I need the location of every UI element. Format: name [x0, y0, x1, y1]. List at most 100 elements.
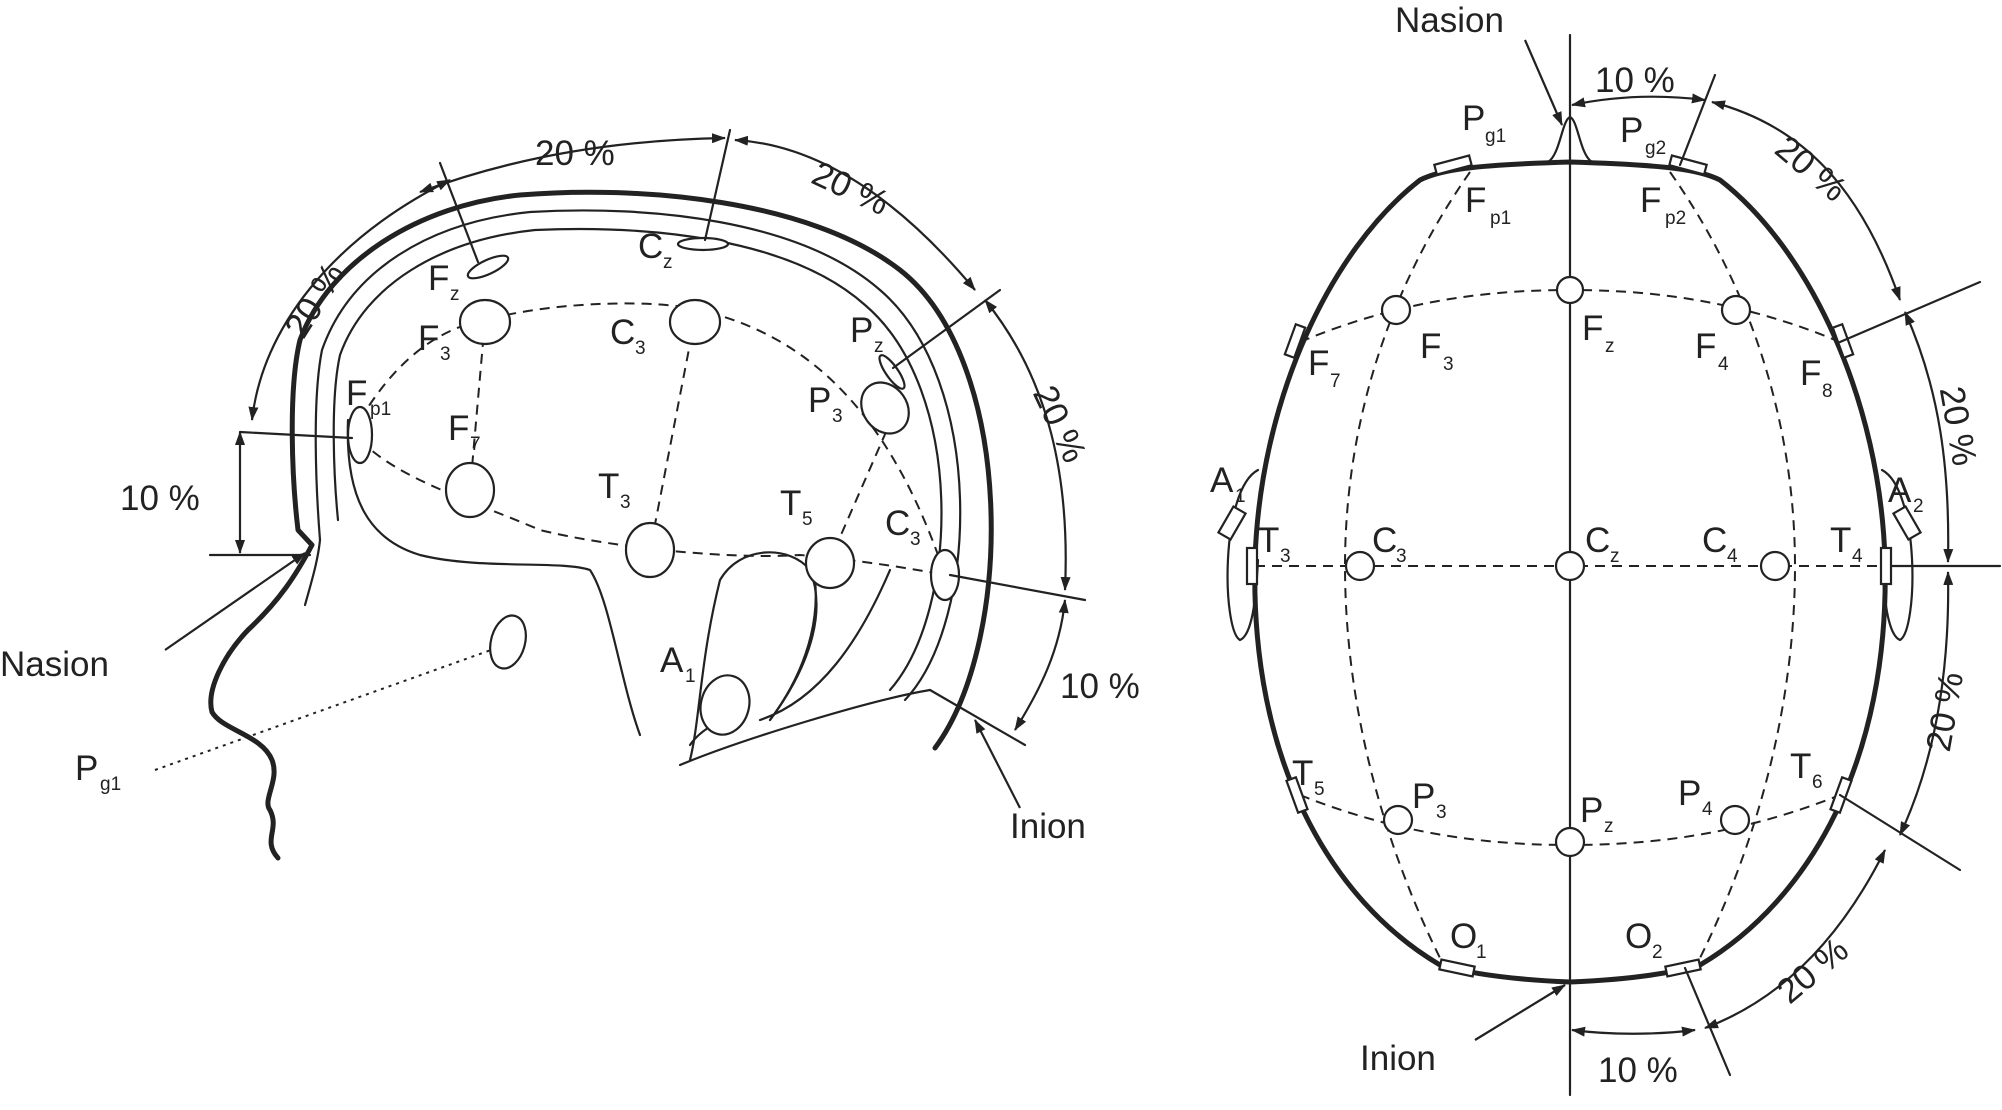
side-arc-20-1 [248, 179, 451, 421]
svg-text:3: 3 [832, 406, 843, 427]
svg-text:7: 7 [470, 434, 481, 455]
side-electrode-fz [466, 254, 510, 280]
top-pct-20-1: 20 % [1768, 128, 1854, 209]
side-nasion-label: Nasion [0, 645, 109, 684]
svg-text:P: P [1412, 777, 1435, 816]
side-electrode-t3 [624, 521, 676, 579]
svg-text:A: A [1210, 461, 1234, 500]
svg-text:p1: p1 [370, 399, 391, 420]
top-nasion-arrow [1523, 39, 1564, 126]
side-arc-20-4 [984, 299, 1071, 591]
svg-text:3: 3 [1443, 354, 1454, 375]
side-electrode-pz [878, 354, 906, 390]
svg-text:p1: p1 [1490, 208, 1511, 229]
svg-text:1: 1 [1235, 486, 1246, 507]
top-electrode-f4 [1720, 294, 1752, 326]
side-nose-detail [303, 538, 322, 607]
side-pct-20-4: 20 % [1025, 380, 1094, 469]
svg-text:1: 1 [685, 666, 696, 687]
side-pct-20-3: 20 % [806, 154, 895, 223]
side-electrode-pg1 [489, 614, 527, 670]
top-arc-20-2 [1903, 311, 1954, 563]
top-electrode-t3 [1245, 546, 1259, 586]
top-label-c3: C3 [1372, 521, 1407, 567]
top-pct-10-back: 10 % [1598, 1051, 1678, 1090]
svg-text:C: C [1372, 521, 1397, 560]
svg-text:C: C [1585, 521, 1610, 560]
top-nasion-label: Nasion [1395, 1, 1504, 40]
top-ear-left [1226, 468, 1260, 642]
svg-text:3: 3 [620, 492, 631, 513]
side-pg1-leader [154, 644, 506, 771]
side-inion-arrow [974, 719, 1021, 809]
side-electrode-cz [676, 236, 730, 252]
svg-text:P: P [1580, 791, 1603, 830]
svg-text:g1: g1 [1485, 126, 1506, 147]
svg-text:2: 2 [1652, 942, 1663, 963]
side-arc-20-3 [734, 135, 976, 291]
side-electrode-p3 [860, 381, 910, 435]
svg-text:3: 3 [440, 344, 451, 365]
svg-text:4: 4 [1718, 354, 1729, 375]
side-parasagittal-chain [359, 302, 946, 576]
svg-text:5: 5 [1314, 779, 1325, 800]
top-electrode-fz [1555, 275, 1585, 305]
svg-text:3: 3 [1436, 802, 1447, 823]
svg-text:g1: g1 [100, 774, 121, 795]
top-electrode-o1 [1438, 958, 1476, 978]
svg-text:F: F [1420, 327, 1441, 366]
top-pct-20-4: 20 % [1770, 930, 1856, 1011]
side-nasion-arrow [164, 552, 306, 651]
svg-text:O: O [1450, 917, 1477, 956]
side-pct-10-front: 10 % [120, 479, 200, 518]
side-electrode-c3 [668, 298, 722, 346]
side-jaw [758, 568, 892, 722]
svg-text:4: 4 [1702, 799, 1713, 820]
svg-text:F: F [1800, 354, 1821, 393]
svg-text:3: 3 [1396, 546, 1407, 567]
svg-text:F: F [448, 409, 469, 448]
top-electrode-fp2 [1667, 154, 1709, 176]
top-electrode-p4 [1719, 804, 1751, 836]
svg-text:F: F [1582, 309, 1603, 348]
svg-text:z: z [1610, 546, 1620, 567]
side-electrode-a1 [699, 674, 751, 736]
top-pct-10-front: 10 % [1595, 61, 1675, 100]
side-electrode-f3 [458, 298, 512, 346]
svg-text:F: F [428, 259, 449, 298]
svg-text:F: F [1465, 181, 1486, 220]
side-c3-t3-line [649, 317, 696, 551]
svg-text:8: 8 [1822, 381, 1833, 402]
svg-text:z: z [450, 284, 460, 305]
top-inion-arrow [1474, 984, 1566, 1041]
svg-text:4: 4 [1852, 546, 1863, 567]
svg-text:3: 3 [1280, 546, 1291, 567]
top-arc-10-front [1571, 93, 1706, 108]
svg-text:C: C [610, 313, 635, 352]
top-pct-20-2: 20 % [1932, 383, 1984, 468]
svg-text:7: 7 [1330, 371, 1341, 392]
svg-text:F: F [418, 319, 439, 358]
svg-text:5: 5 [802, 509, 813, 530]
